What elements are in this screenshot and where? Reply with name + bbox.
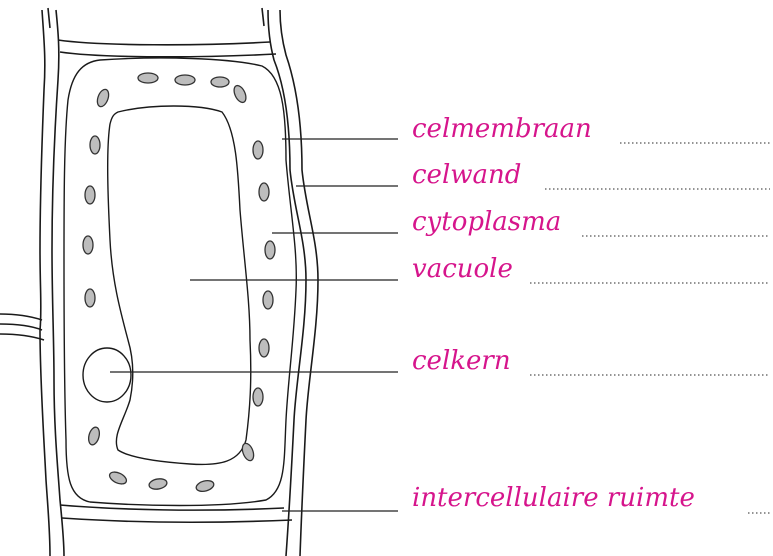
label-celmembraan: celmembraan (412, 116, 592, 142)
label-cytoplasma: cytoplasma (412, 209, 561, 235)
chloroplast (263, 291, 273, 309)
chloroplast (211, 77, 229, 87)
label-intercellulaire-ruimte: intercellulaire ruimte (412, 485, 695, 511)
chloroplast (148, 478, 167, 491)
answer-dotted-lines (530, 143, 770, 513)
chloroplast (195, 479, 215, 493)
chloroplast (265, 241, 275, 259)
chloroplast (95, 88, 111, 108)
vacuole-outline (108, 106, 251, 464)
label-celkern: celkern (412, 348, 511, 374)
label-celwand: celwand (412, 162, 521, 188)
chloroplast (232, 84, 249, 105)
chloroplast (87, 426, 101, 446)
chloroplast (253, 141, 263, 159)
chloroplast (138, 73, 158, 83)
chloroplast (259, 183, 269, 201)
chloroplast (108, 470, 129, 487)
chloroplast (90, 136, 100, 154)
chloroplast (85, 186, 95, 204)
nucleus-outline (83, 348, 131, 402)
chloroplast (253, 388, 263, 406)
chloroplast (259, 339, 269, 357)
chloroplast (240, 442, 256, 462)
chloroplast (85, 289, 95, 307)
chloroplast (175, 75, 195, 85)
label-vacuole: vacuole (412, 256, 513, 282)
chloroplast (83, 236, 93, 254)
